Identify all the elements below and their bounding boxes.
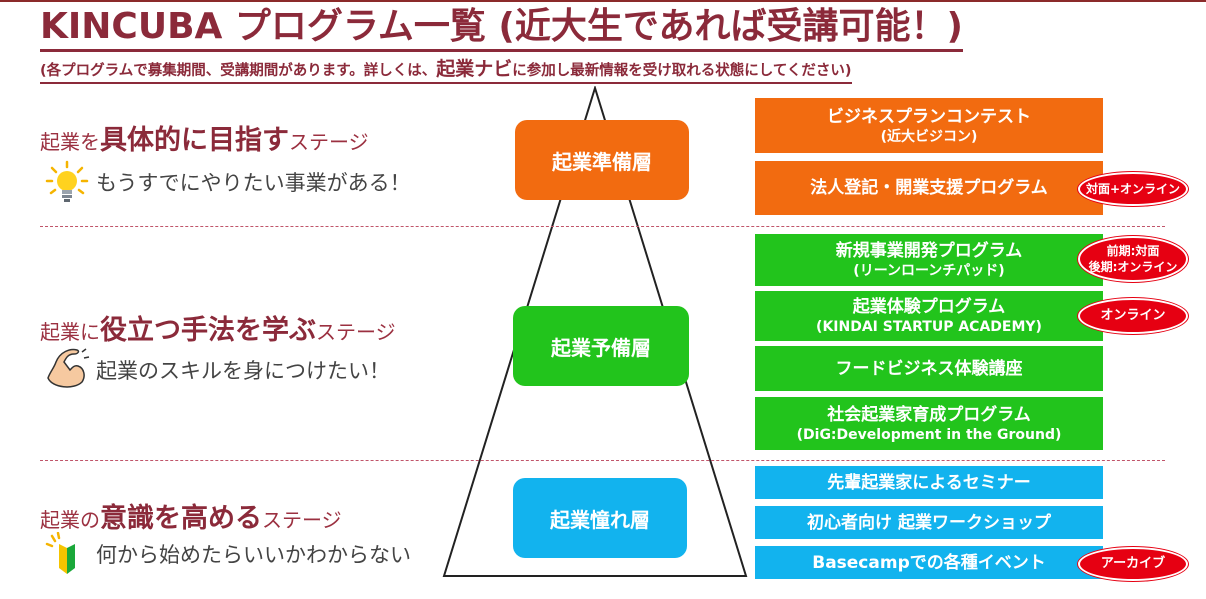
program-name: 初心者向け 起業ワークショップ xyxy=(807,512,1051,533)
program-name: 新規事業開発プログラム xyxy=(835,241,1023,261)
program-name: 起業体験プログラム xyxy=(852,297,1006,317)
program-subtitle: (KINDAI STARTUP ACADEMY) xyxy=(816,319,1042,335)
badge-line: 前期:対面 xyxy=(1106,244,1160,258)
stage-title-post: ステージ xyxy=(316,320,396,344)
program-beginner-workshop[interactable]: 初心者向け 起業ワークショップ xyxy=(755,506,1103,539)
badge-hybrid: 対面+オンライン xyxy=(1078,172,1188,206)
stage-desc-prep: もうすでにやりたい事業がある！ xyxy=(44,160,411,204)
stage-title-emphasis: 具体的に目指す xyxy=(100,125,289,156)
subtitle-post: に参加し最新情報を受け取れる状態にしてください) xyxy=(512,63,852,79)
stage-title-emphasis: 役立つ手法を学ぶ xyxy=(100,315,316,346)
subtitle-pre: (各プログラムで募集期間、受講期間があります。詳しくは、 xyxy=(40,63,437,79)
flexed-arm-icon xyxy=(47,348,90,388)
beginner-mark-icon xyxy=(45,532,75,574)
top-rule xyxy=(0,0,1206,2)
lightbulb-icon xyxy=(45,160,89,202)
program-new-business-dev[interactable]: 新規事業開発プログラム (リーンローンチパッド) xyxy=(755,234,1103,286)
badge-line: 後期:オンライン xyxy=(1088,260,1178,274)
program-name: フードビジネス体験講座 xyxy=(835,358,1023,379)
stage-desc-text: もうすでにやりたい事業がある！ xyxy=(96,171,411,195)
stage-title-post: ステージ xyxy=(262,508,342,532)
program-basecamp-events[interactable]: Basecampでの各種イベント xyxy=(755,546,1103,579)
page-subtitle: (各プログラムで募集期間、受講期間があります。詳しくは、起業ナビに参加し最新情報… xyxy=(40,58,852,84)
layer-aspire: 起業憧れ層 xyxy=(513,478,687,558)
program-startup-experience[interactable]: 起業体験プログラム (KINDAI STARTUP ACADEMY) xyxy=(755,291,1103,341)
program-food-business[interactable]: フードビジネス体験講座 xyxy=(755,346,1103,391)
stage-title-pre: 起業の xyxy=(40,508,100,532)
program-business-plan-contest[interactable]: ビジネスプランコンテスト (近大ビジコン) xyxy=(755,98,1103,153)
program-name: 社会起業家育成プログラム xyxy=(827,404,1031,425)
stage-title-pre: 起業を xyxy=(40,130,100,154)
program-name: 先輩起業家によるセミナー xyxy=(827,472,1031,493)
program-subtitle: (DiG:Development in the Ground) xyxy=(796,426,1062,443)
badge-online: オンライン xyxy=(1078,298,1188,334)
program-subtitle: (近大ビジコン) xyxy=(880,128,978,145)
stage-desc-reserve: 起業のスキルを身につけたい！ xyxy=(44,348,390,392)
layer-reserve: 起業予備層 xyxy=(513,306,689,386)
stage-desc-aspire: 何から始めたらいいかわからない xyxy=(44,532,411,576)
badge-split-mode: 前期:対面 後期:オンライン xyxy=(1078,236,1188,282)
subtitle-highlight[interactable]: 起業ナビ xyxy=(436,58,513,80)
stage-title-pre: 起業に xyxy=(40,320,100,344)
program-social-entrepreneur[interactable]: 社会起業家育成プログラム (DiG:Development in the Gro… xyxy=(755,397,1103,450)
stage-desc-text: 何から始めたらいいかわからない xyxy=(96,543,411,567)
stage-title-aspire: 起業の意識を高めるステージ xyxy=(40,496,342,535)
stage-desc-text: 起業のスキルを身につけたい！ xyxy=(96,359,390,383)
program-subtitle: (リーンローンチパッド) xyxy=(853,263,1005,279)
program-name: ビジネスプランコンテスト xyxy=(827,106,1031,127)
badge-archive: アーカイブ xyxy=(1078,547,1188,581)
stage-title-prep: 起業を具体的に目指すステージ xyxy=(40,118,369,157)
program-name: 法人登記・開業支援プログラム xyxy=(810,178,1048,198)
stage-title-post: ステージ xyxy=(289,130,369,154)
stage-title-emphasis: 意識を高める xyxy=(100,503,262,534)
layer-prep: 起業準備層 xyxy=(515,120,689,200)
stage-divider xyxy=(40,226,1165,227)
program-senior-seminar[interactable]: 先輩起業家によるセミナー xyxy=(755,466,1103,499)
program-incorporation-support[interactable]: 法人登記・開業支援プログラム xyxy=(755,161,1103,215)
page-title: KINCUBA プログラム一覧 (近大生であれば受講可能！) xyxy=(40,6,963,52)
program-name: Basecampでの各種イベント xyxy=(812,552,1046,573)
stage-title-reserve: 起業に役立つ手法を学ぶステージ xyxy=(40,308,396,347)
stage-divider xyxy=(40,460,1165,461)
